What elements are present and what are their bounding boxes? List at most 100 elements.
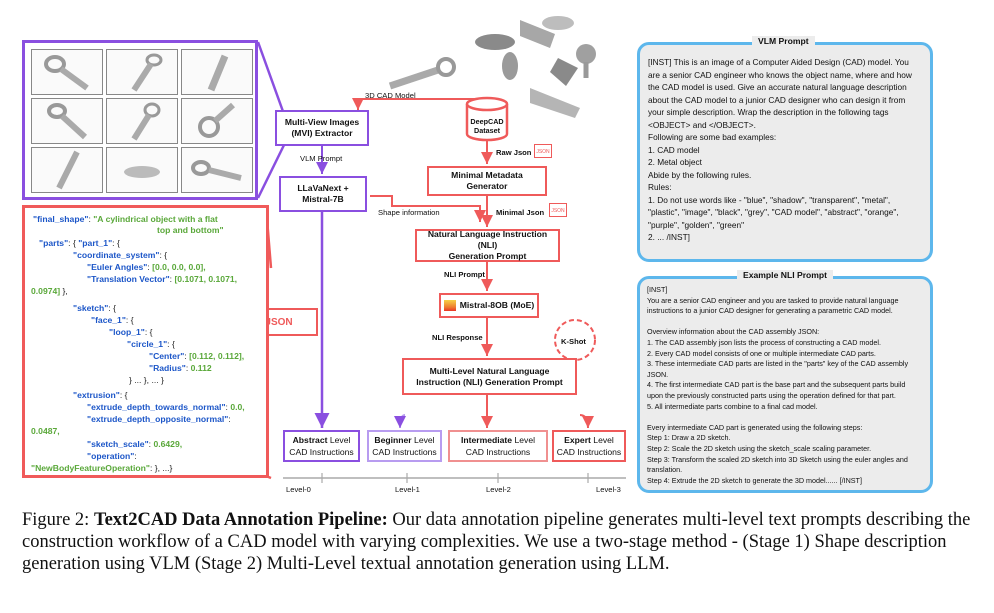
prompt-line: Step 2: Scale the 2D sketch using the sk… [647, 444, 872, 453]
level-0-label: Level-0 [286, 485, 311, 494]
expert-level-name: Expert [564, 435, 591, 445]
intermediate-level-sub: CAD Instructions [465, 447, 531, 457]
json-line: "extrude_depth_opposite_normal": [87, 414, 231, 424]
prompt-line: Step 1: Draw a 2D sketch. [647, 433, 731, 443]
cad-model-label: 3D CAD Model [365, 91, 416, 100]
prompt-line: Overview information about the CAD assem… [647, 327, 820, 337]
mvi-extractor-box: Multi-View Images (MVI) Extractor [275, 110, 369, 146]
json-line: "NewBodyFeatureOperation": }, ...} [31, 463, 173, 473]
mistral-moe-box: Mistral-8OB (MoE) [439, 293, 539, 318]
multi-level-nli-prompt-box: Multi-Level Natural Language Instruction… [402, 358, 577, 395]
prompt-line: 2. ... /INST] [648, 232, 690, 242]
cad-model-images [388, 16, 596, 118]
json-line: "sketch_scale": 0.6429, [87, 439, 183, 449]
beginner-level-box: Beginner Level CAD Instructions [367, 430, 442, 462]
abstract-level-box: Abstract Level CAD Instructions [283, 430, 360, 462]
shape-information-label: Shape information [378, 208, 440, 217]
beginner-level-word: Level [414, 435, 435, 445]
view-image [31, 98, 103, 144]
json-line: "loop_1": { [109, 327, 153, 337]
expert-level-word: Level [593, 435, 614, 445]
abstract-level-sub: CAD Instructions [289, 447, 354, 457]
nli-prompt-title: Example NLI Prompt [737, 270, 834, 280]
json-file-icon: JSON [534, 144, 552, 158]
llava-mistral-box: LLaVaNext + Mistral-7B [279, 176, 367, 212]
vlm-prompt-title: VLM Prompt [752, 36, 815, 46]
database-icon [465, 96, 509, 142]
view-image [181, 147, 253, 193]
multi-level-line1: Multi-Level Natural Language [429, 365, 550, 376]
minimal-meta-line1: Minimal Metadata [451, 170, 523, 180]
intermediate-level-box: Intermediate Level CAD Instructions [448, 430, 548, 462]
deepcad-dataset-label: DeepCAD Dataset [464, 117, 510, 135]
llava-line2: Mistral-7B [302, 194, 344, 204]
prompt-line: 1. The CAD assembly json lists the proce… [647, 338, 881, 347]
prompt-line: Every intermediate CAD part is generated… [647, 422, 863, 432]
prompt-line: JSON. [647, 369, 669, 379]
vlm-prompt-panel [637, 42, 933, 262]
prompt-line: translation. [647, 465, 683, 475]
prompt-line: <OBJECT> and </OBJECT>. [648, 119, 756, 130]
minimal-json-label: Minimal Json [496, 208, 545, 217]
mistral-logo-icon [443, 300, 456, 311]
prompt-line: instructions to a junior CAD designer fo… [647, 306, 893, 316]
deepcad-line2: Dataset [474, 126, 500, 135]
caption-prefix: Figure 2: [22, 510, 94, 530]
beginner-level-sub: CAD Instructions [372, 447, 437, 457]
json-line: "sketch": { [73, 303, 117, 313]
json-line: "parts": { "part_1": { [39, 238, 120, 248]
prompt-line: Step 3: Transform the scaled 2D sketch i… [647, 454, 908, 464]
mvi-extractor-line1: Multi-View Images [284, 117, 360, 127]
mistral-moe-label: Mistral-8OB (MoE) [459, 300, 535, 310]
prompt-line: upon the previously constructed parts us… [647, 391, 896, 400]
level-3-label: Level-3 [596, 485, 621, 494]
intermediate-level-word: Level [514, 435, 536, 445]
prompt-line: 2. Every CAD model consists of one or mu… [647, 348, 876, 358]
view-image [106, 98, 178, 144]
prompt-line: 5. All intermediate parts combine to a f… [647, 401, 818, 411]
prompt-line: 4. The first intermediate CAD part is th… [647, 380, 906, 390]
json-line: } ... }, ... } [129, 375, 164, 385]
view-image [181, 49, 253, 95]
view-image [181, 98, 253, 144]
json-line: "Euler Angles": [0.0, 0.0, 0.0], [87, 262, 206, 272]
minimal-metadata-generator-box: Minimal Metadata Generator [427, 166, 547, 196]
figure-caption: Figure 2: Text2CAD Data Annotation Pipel… [22, 509, 972, 575]
view-image [106, 49, 178, 95]
json-file-icon: JSON [549, 203, 567, 217]
llava-line1: LLaVaNext + [297, 183, 349, 193]
caption-body: Our data annotation pipeline generates m… [22, 510, 971, 574]
level-1-label: Level-1 [395, 485, 420, 494]
json-line: 0.0974] }, [31, 286, 68, 296]
prompt-line: 1. CAD model [648, 144, 700, 155]
nli-prompt-panel [637, 276, 933, 493]
json-line: 0.0487, [31, 426, 60, 436]
nli-gen-line1: Natural Language Instruction (NLI) [427, 229, 548, 250]
multi-view-images-panel [22, 40, 258, 200]
json-line: "Translation Vector": [0.1071, 0.1071, [87, 274, 238, 284]
expert-level-box: Expert Level CAD Instructions [552, 430, 626, 462]
view-image [31, 147, 103, 193]
multi-level-line2: Instruction (NLI) Generation Prompt [416, 376, 563, 387]
minimal-meta-line2: Generator [466, 181, 508, 191]
prompt-line: Rules: [648, 182, 672, 192]
nli-generation-prompt-box: Natural Language Instruction (NLI) Gener… [415, 229, 560, 262]
view-image [106, 147, 178, 193]
prompt-line: the CAD model is used. Give an accurate … [648, 82, 907, 92]
prompt-line: Step 4: Extrude the 2D sketch to generat… [647, 475, 862, 485]
expert-level-sub: CAD Instructions [556, 447, 622, 457]
nli-response-label: NLI Response [432, 333, 483, 342]
deepcad-line1: DeepCAD [470, 117, 504, 126]
json-line: top and bottom" [157, 225, 224, 235]
vlm-prompt-label: VLM Prompt [300, 154, 343, 163]
prompt-line: 1. Do not use words like - "blue", "shad… [648, 194, 891, 205]
prompt-line: Following are some bad examples: [648, 132, 777, 142]
json-line: "circle_1": { [127, 339, 175, 349]
json-line: "coordinate_system": { [73, 250, 168, 260]
abstract-level-name: Abstract [292, 435, 328, 445]
json-line: "Radius": 0.112 [149, 363, 212, 373]
abstract-level-word: Level [329, 435, 351, 445]
multi-view-grid [31, 49, 253, 193]
prompt-line: [INST] [647, 285, 668, 294]
